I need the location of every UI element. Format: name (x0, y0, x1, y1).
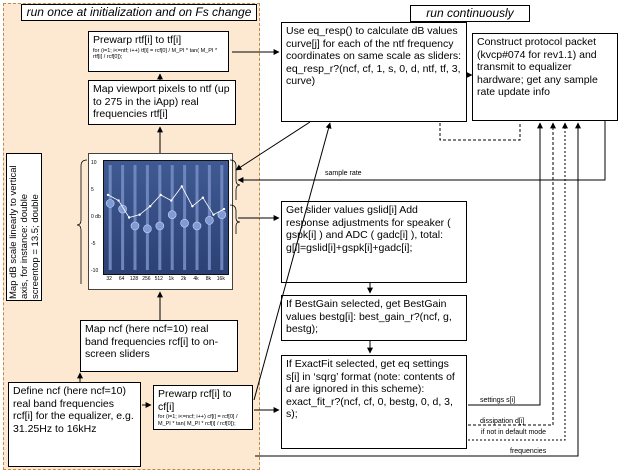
arrow-curve-dashed (440, 123, 520, 140)
arrow-settings (468, 123, 540, 405)
arrow-dissipation-eqresp (468, 123, 565, 440)
brace-slider-area (230, 205, 240, 234)
brace-db-scale (77, 160, 87, 284)
arrow-curve-to-display (236, 122, 310, 170)
arrow-sample-rate (238, 121, 605, 180)
arrow-frequencies (255, 123, 578, 456)
arrow-prewarp-to-eqresp-long (254, 123, 330, 400)
